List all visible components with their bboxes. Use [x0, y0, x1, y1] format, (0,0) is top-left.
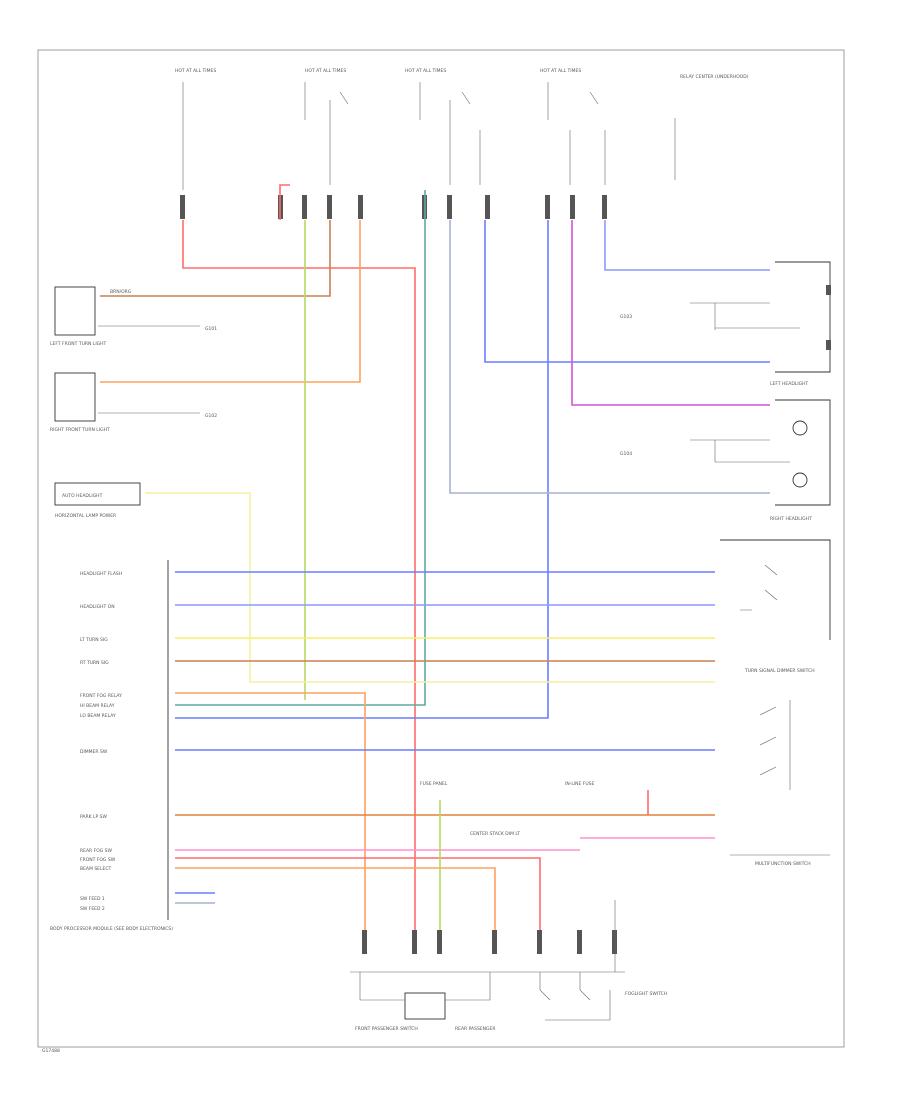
signal-label-10: FRONT FOG SW [80, 857, 116, 863]
right-front-turn-light: RIGHT FRONT TURN LIGHT G102 [50, 372, 217, 433]
multifunction-label: MULTIFUNCTION SWITCH [755, 861, 811, 867]
in-line-fuse-note: IN-LINE FUSE [565, 781, 595, 787]
auto-headlight-sub: HORIZONTAL LAMP POWER [55, 513, 116, 519]
wire-lightblue [449, 220, 770, 494]
fuse-label-4: HOT AT ALL TIMES [540, 68, 581, 74]
wire-sig-front-fog-sw [175, 857, 541, 930]
wire-sig-front-fog [175, 692, 366, 930]
left-front-turn-light: LEFT FRONT TURN LIGHT BRN/ORG G101 [50, 286, 217, 347]
fuse-label-1: HOT AT ALL TIMES [175, 68, 216, 74]
footer-code: G17488 [42, 1048, 60, 1054]
wire-red-upper [279, 184, 290, 220]
wire-blue-1 [484, 220, 770, 363]
left-headlight: LEFT HEADLIGHT G103 [620, 261, 831, 387]
wire-group [100, 184, 770, 930]
left-front-turn-label: LEFT FRONT TURN LIGHT [50, 341, 107, 347]
auto-headlight-module: AUTO HEADLIGHT HORIZONTAL LAMP POWER [54, 482, 141, 519]
ground-label-g101: G101 [205, 326, 217, 332]
wire-magenta [571, 220, 770, 406]
signal-label-3: RT TURN SIG [80, 660, 109, 666]
wire-red [182, 220, 416, 930]
body-module-label: BODY PROCESSOR MODULE (SEE BODY ELECTRON… [50, 926, 173, 932]
dimmer-switch-label: TURN SIGNAL DIMMER SWITCH [744, 668, 815, 674]
fuse-label-3: HOT AT ALL TIMES [405, 68, 446, 74]
auto-headlight-label: AUTO HEADLIGHT [62, 493, 103, 499]
signal-label-4: FRONT FOG RELAY [80, 693, 122, 699]
ground-label-g104: G104 [620, 451, 632, 457]
bottom-connector-row [350, 930, 625, 973]
ground-label-g102: G102 [205, 413, 217, 419]
signal-label-7: DIMMER SW [80, 749, 108, 755]
rear-pass-label: REAR PASSENGER [455, 1026, 496, 1032]
signal-label-2: LT TURN SIG [80, 637, 108, 643]
fuse-group: HOT AT ALL TIMES HOT AT ALL TIMES HOT AT… [175, 68, 749, 190]
wire-teal [175, 190, 426, 706]
wire-sig-beam [175, 867, 496, 930]
diagram-frame [37, 49, 845, 1048]
wire-blue-2 [175, 220, 549, 719]
fuse-panel-note: FUSE PANEL [420, 781, 448, 787]
body-processor-module: HEADLIGHT FLASH HEADLIGHT ON LT TURN SIG… [50, 560, 215, 932]
signal-label-6: LO BEAM RELAY [80, 713, 116, 719]
fuse-label-2: HOT AT ALL TIMES [305, 68, 346, 74]
turn-signal-dimmer-switch: TURN SIGNAL DIMMER SWITCH [720, 539, 831, 674]
signal-label-5: HI BEAM RELAY [80, 703, 115, 709]
front-pass-label: FRONT PASSENGER SWITCH [355, 1026, 418, 1032]
signal-label-8: PARK LP SW [80, 814, 108, 820]
ground-label-g103: G103 [620, 314, 632, 320]
signal-label-12: SW FEED 1 [80, 896, 105, 902]
relay-center-note: RELAY CENTER (UNDERHOOD) [680, 74, 749, 80]
foglight-switch: FOGLIGHT SWITCH [539, 900, 667, 1021]
multifunction-switch: MULTIFUNCTION SWITCH [730, 700, 830, 867]
wire-brown [100, 220, 331, 297]
fuse-connector-row [180, 195, 607, 219]
right-front-turn-label: RIGHT FRONT TURN LIGHT [50, 427, 110, 433]
right-headlight-label: RIGHT HEADLIGHT [770, 516, 812, 522]
wire-orange [100, 220, 361, 383]
wire-yellow-auto [145, 492, 715, 683]
left-headlight-label: LEFT HEADLIGHT [770, 381, 809, 387]
wire-blue-3 [604, 220, 770, 271]
right-headlight: RIGHT HEADLIGHT G104 [620, 399, 831, 522]
signal-label-1: HEADLIGHT ON [80, 604, 115, 610]
front-passenger-switch: FRONT PASSENGER SWITCH REAR PASSENGER [355, 972, 496, 1032]
signal-label-9: REAR FOG SW [80, 848, 113, 854]
signal-label-13: SW FEED 2 [80, 906, 105, 912]
wire-label-brn-org: BRN/ORG [110, 289, 132, 295]
signal-label-0: HEADLIGHT FLASH [80, 571, 122, 577]
signal-label-11: BEAM SELECT [80, 866, 112, 872]
center-stack-note: CENTER STACK DIM LT [470, 831, 520, 837]
foglight-label: FOGLIGHT SWITCH [625, 991, 667, 997]
